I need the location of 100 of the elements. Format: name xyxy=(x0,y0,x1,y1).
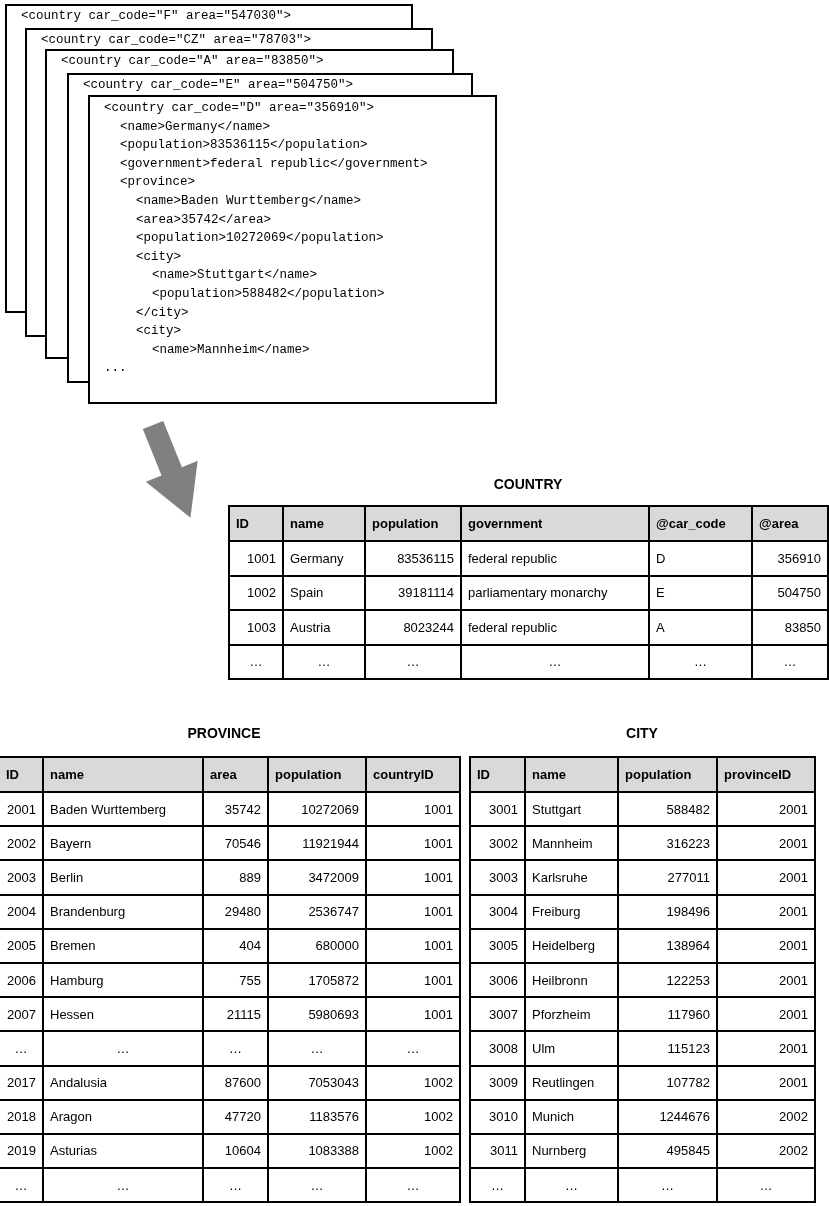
table-cell: 3008 xyxy=(470,1031,525,1066)
table-cell: 1001 xyxy=(229,541,283,576)
code-line: <name>Mannheim</name> xyxy=(152,342,310,358)
table-cell: 1001 xyxy=(366,860,460,895)
table-cell: 1001 xyxy=(366,997,460,1032)
column-header: area xyxy=(203,757,268,792)
column-header: @area xyxy=(752,506,828,541)
column-header: government xyxy=(461,506,649,541)
code-line: <name>Baden Wurttemberg</name> xyxy=(136,194,362,209)
table-cell: 83850 xyxy=(752,610,828,645)
table-cell: 2001 xyxy=(717,962,815,998)
table-cell: 2002 xyxy=(717,1099,815,1134)
code-line: <country car_code="CZ" area="78703"> xyxy=(41,33,312,48)
table-cell: 2017 xyxy=(0,1065,43,1100)
table-cell: … xyxy=(618,1168,717,1203)
column-header: ID xyxy=(0,757,43,792)
table-cell: 198496 xyxy=(618,894,717,929)
document-card xyxy=(88,95,497,404)
table-cell: Asturias xyxy=(43,1133,203,1169)
table-cell: … xyxy=(203,1168,268,1203)
column-header: name xyxy=(283,506,365,541)
table-cell: 3007 xyxy=(470,997,525,1032)
table-cell: federal republic xyxy=(461,610,649,645)
table-cell: 1001 xyxy=(366,826,460,861)
table-cell: 3011 xyxy=(470,1133,525,1169)
table-cell: 107782 xyxy=(618,1065,717,1100)
code-line: <population>83536115</population> xyxy=(120,138,368,154)
table-cell: 11921944 xyxy=(268,826,366,861)
code-line: <population>588482</population> xyxy=(152,287,385,302)
table-cell: 2006 xyxy=(0,962,43,998)
table-cell: 1002 xyxy=(229,575,283,610)
column-header: provinceID xyxy=(717,757,815,792)
table-cell: 2001 xyxy=(717,1031,815,1066)
table-cell: Heidelberg xyxy=(525,928,618,963)
table-cell: 2002 xyxy=(717,1133,815,1169)
table-cell: … xyxy=(229,644,283,679)
table-cell: A xyxy=(649,610,752,645)
table-cell: … xyxy=(268,1168,366,1203)
table-cell: 39181114 xyxy=(365,575,461,610)
table-cell: Stuttgart xyxy=(525,792,618,827)
table-cell: 1002 xyxy=(366,1065,460,1100)
code-line: ... xyxy=(104,361,127,377)
code-line: <population>10272069</population> xyxy=(136,231,384,247)
table-cell: 2004 xyxy=(0,894,43,929)
table-cell: 3005 xyxy=(470,928,525,963)
code-line: <city> xyxy=(136,249,181,265)
table-cell: E xyxy=(649,575,752,610)
column-header: ID xyxy=(229,506,283,541)
table-cell: Baden Wurttemberg xyxy=(43,792,203,827)
table-cell: Austria xyxy=(283,610,365,645)
table-cell: 1001 xyxy=(366,962,460,998)
code-line: <city> xyxy=(136,324,181,340)
code-line: <country car_code="A" area="83850"> xyxy=(61,54,324,69)
table-cell: 117960 xyxy=(618,997,717,1032)
table-cell: Berlin xyxy=(43,860,203,895)
table-cell: parliamentary monarchy xyxy=(461,575,649,610)
table-cell: 2005 xyxy=(0,928,43,963)
table-cell: 2001 xyxy=(717,860,815,895)
document-card xyxy=(5,4,413,28)
table-cell: 495845 xyxy=(618,1133,717,1169)
table-cell: Munich xyxy=(525,1099,618,1134)
table-cell: 1705872 xyxy=(268,962,366,998)
table-cell: … xyxy=(203,1031,268,1066)
table-cell: … xyxy=(0,1031,43,1066)
table-cell: 87600 xyxy=(203,1065,268,1100)
table-cell: … xyxy=(268,1031,366,1066)
code-line: <country car_code="E" area="504750"> xyxy=(83,78,354,93)
table-cell: 3002 xyxy=(470,826,525,861)
table-cell: Bayern xyxy=(43,826,203,861)
table-cell: 47720 xyxy=(203,1099,268,1134)
table-cell: Spain xyxy=(283,575,365,610)
column-header: population xyxy=(268,757,366,792)
table-cell: Aragon xyxy=(43,1099,203,1134)
table-cell: 2001 xyxy=(717,1065,815,1100)
table-cell: … xyxy=(283,644,365,679)
table-cell: 5980693 xyxy=(268,997,366,1032)
table-cell: Brandenburg xyxy=(43,894,203,929)
column-header: name xyxy=(525,757,618,792)
table-cell: 2007 xyxy=(0,997,43,1032)
column-header: population xyxy=(618,757,717,792)
table-cell: … xyxy=(649,644,752,679)
table-cell: 10272069 xyxy=(268,792,366,827)
table-cell: … xyxy=(525,1168,618,1203)
table-cell: Germany xyxy=(283,541,365,576)
table-cell: 3472009 xyxy=(268,860,366,895)
table-cell: 35742 xyxy=(203,792,268,827)
table-cell: … xyxy=(461,644,649,679)
table-cell: 29480 xyxy=(203,894,268,929)
table-cell: Bremen xyxy=(43,928,203,963)
table-cell: 122253 xyxy=(618,962,717,998)
table-cell: 70546 xyxy=(203,826,268,861)
table-cell: 8023244 xyxy=(365,610,461,645)
code-line: <government>federal republic</government> xyxy=(120,156,428,172)
table-title: CITY xyxy=(625,725,659,741)
table-cell: Ulm xyxy=(525,1031,618,1066)
code-line: <area>35742</area> xyxy=(136,212,272,228)
code-line: <name>Stuttgart</name> xyxy=(152,268,318,284)
code-line: <name>Germany</name> xyxy=(120,119,271,135)
table-cell: Pforzheim xyxy=(525,997,618,1032)
table-title: PROVINCE xyxy=(186,725,262,741)
